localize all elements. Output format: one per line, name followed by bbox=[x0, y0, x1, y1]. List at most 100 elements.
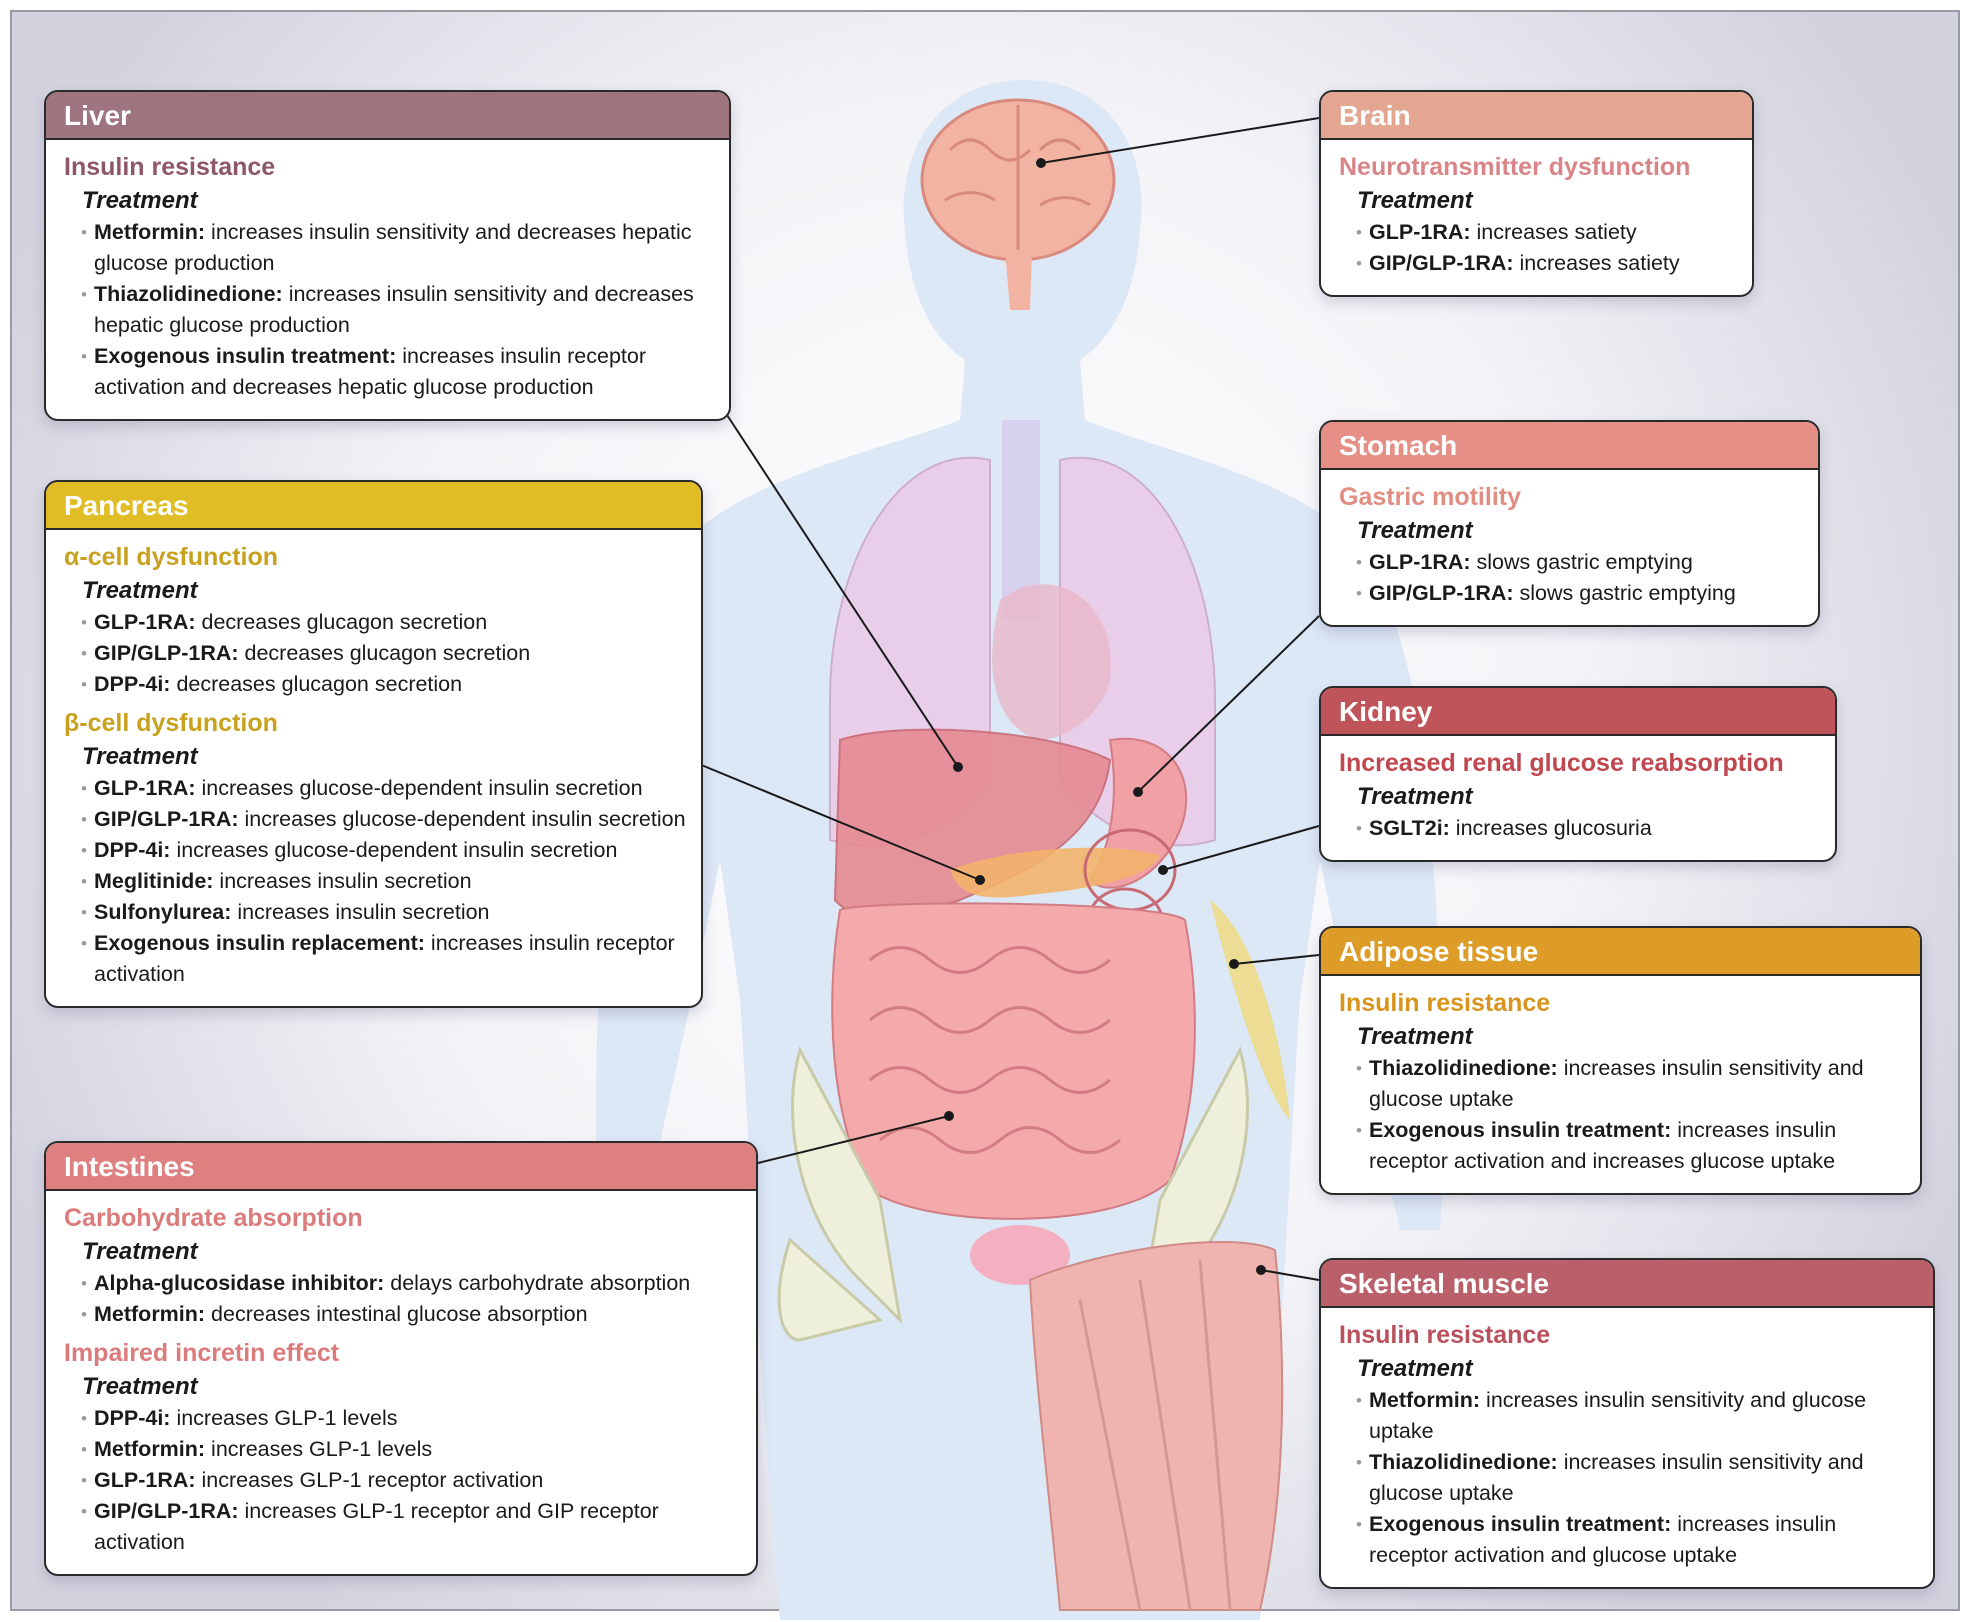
stomach-body: Gastric motilityTreatmentGLP-1RA: slows … bbox=[1321, 470, 1818, 625]
treatment-list: GLP-1RA: decreases glucagon secretionGIP… bbox=[64, 607, 687, 700]
treatment-item: Metformin: increases GLP-1 levels bbox=[81, 1434, 742, 1465]
drug-effect: increases insulin receptor activation an… bbox=[94, 344, 646, 399]
drug-name: GIP/GLP-1RA: bbox=[94, 641, 239, 665]
leader-lines bbox=[698, 117, 1320, 1281]
treatment-label: Treatment bbox=[82, 743, 198, 770]
drug-effect: slows gastric emptying bbox=[1513, 581, 1736, 605]
drug-effect: increases GLP-1 receptor and GIP recepto… bbox=[94, 1499, 659, 1554]
drug-effect: increases insulin sensitivity and glucos… bbox=[1369, 1056, 1864, 1111]
drug-effect: increases insulin sensitivity and glucos… bbox=[1369, 1450, 1864, 1505]
condition-title: Insulin resistance bbox=[1339, 989, 1551, 1017]
drug-name: GLP-1RA: bbox=[94, 776, 196, 800]
treatment-list: GLP-1RA: increases glucose-dependent ins… bbox=[64, 773, 687, 990]
drug-effect: decreases glucagon secretion bbox=[238, 641, 531, 665]
treatment-item: Exogenous insulin treatment: increases i… bbox=[1356, 1509, 1919, 1571]
condition-title: α-cell dysfunction bbox=[64, 543, 279, 571]
treatment-item: GLP-1RA: increases satiety bbox=[1356, 217, 1738, 248]
drug-name: Exogenous insulin treatment: bbox=[1369, 1118, 1672, 1142]
stomach-header: Stomach bbox=[1321, 422, 1818, 470]
drug-effect: increases insulin receptor activation an… bbox=[1369, 1118, 1837, 1173]
treatment-item: DPP-4i: decreases glucagon secretion bbox=[81, 669, 687, 700]
drug-name: GIP/GLP-1RA: bbox=[94, 807, 239, 831]
treatment-list: Metformin: increases insulin sensitivity… bbox=[64, 217, 715, 403]
intestines-header: Intestines bbox=[46, 1143, 756, 1191]
liver-body: Insulin resistanceTreatmentMetformin: in… bbox=[46, 140, 729, 419]
kidney-header: Kidney bbox=[1321, 688, 1835, 736]
drug-name: Thiazolidinedione: bbox=[94, 282, 283, 306]
treatment-item: GIP/GLP-1RA: increases glucose-dependent… bbox=[81, 804, 687, 835]
treatment-label: Treatment bbox=[82, 1238, 198, 1265]
treatment-label: Treatment bbox=[1357, 1023, 1473, 1050]
brain-icon bbox=[920, 98, 1116, 310]
treatment-list: Metformin: increases insulin sensitivity… bbox=[1339, 1385, 1919, 1571]
drug-name: GLP-1RA: bbox=[94, 1468, 196, 1492]
treatment-list: GLP-1RA: increases satietyGIP/GLP-1RA: i… bbox=[1339, 217, 1738, 279]
brain-body: Neurotransmitter dysfunctionTreatmentGLP… bbox=[1321, 140, 1752, 295]
treatment-item: DPP-4i: increases glucose-dependent insu… bbox=[81, 835, 687, 866]
treatment-item: GIP/GLP-1RA: increases GLP-1 receptor an… bbox=[81, 1496, 742, 1558]
treatment-label: Treatment bbox=[1357, 187, 1473, 214]
treatment-item: GIP/GLP-1RA: increases satiety bbox=[1356, 248, 1738, 279]
treatment-list: SGLT2i: increases glucosuria bbox=[1339, 813, 1821, 844]
muscle-header: Skeletal muscle bbox=[1321, 1260, 1933, 1308]
treatment-item: Metformin: increases insulin sensitivity… bbox=[1356, 1385, 1919, 1447]
brain-header: Brain bbox=[1321, 92, 1752, 140]
drug-name: Metformin: bbox=[94, 1437, 206, 1461]
drug-effect: increases GLP-1 levels bbox=[170, 1406, 398, 1430]
drug-name: Metformin: bbox=[1369, 1388, 1481, 1412]
condition-title: Neurotransmitter dysfunction bbox=[1339, 153, 1691, 181]
treatment-item: Thiazolidinedione: increases insulin sen… bbox=[1356, 1447, 1919, 1509]
intestines-icon bbox=[831, 902, 1196, 1220]
treatment-item: DPP-4i: increases GLP-1 levels bbox=[81, 1403, 742, 1434]
drug-name: GLP-1RA: bbox=[94, 610, 196, 634]
drug-name: Metformin: bbox=[94, 220, 206, 244]
drug-name: Thiazolidinedione: bbox=[1369, 1450, 1558, 1474]
adipose-icon bbox=[1210, 900, 1290, 1120]
treatment-list: DPP-4i: increases GLP-1 levelsMetformin:… bbox=[64, 1403, 742, 1558]
drug-effect: increases insulin secretion bbox=[231, 900, 490, 924]
condition-title: Gastric motility bbox=[1339, 483, 1521, 511]
liver-header: Liver bbox=[46, 92, 729, 140]
treatment-item: Exogenous insulin treatment: increases i… bbox=[81, 341, 715, 403]
pancreas-body: α-cell dysfunctionTreatmentGLP-1RA: decr… bbox=[46, 530, 701, 1006]
drug-name: GIP/GLP-1RA: bbox=[1369, 251, 1514, 275]
treatment-item: GIP/GLP-1RA: slows gastric emptying bbox=[1356, 578, 1804, 609]
drug-effect: increases glucosuria bbox=[1449, 816, 1652, 840]
drug-name: GIP/GLP-1RA: bbox=[1369, 581, 1514, 605]
drug-name: GIP/GLP-1RA: bbox=[94, 1499, 239, 1523]
treatment-label: Treatment bbox=[1357, 783, 1473, 810]
treatment-item: GLP-1RA: decreases glucagon secretion bbox=[81, 607, 687, 638]
muscle-body: Insulin resistanceTreatmentMetformin: in… bbox=[1321, 1308, 1933, 1587]
treatment-item: Meglitinide: increases insulin secretion bbox=[81, 866, 687, 897]
drug-name: GLP-1RA: bbox=[1369, 220, 1471, 244]
pancreas-header: Pancreas bbox=[46, 482, 701, 530]
treatment-label: Treatment bbox=[1357, 517, 1473, 544]
treatment-item: Metformin: increases insulin sensitivity… bbox=[81, 217, 715, 279]
treatment-item: SGLT2i: increases glucosuria bbox=[1356, 813, 1821, 844]
drug-effect: decreases glucagon secretion bbox=[170, 672, 463, 696]
drug-effect: delays carbohydrate absorption bbox=[384, 1271, 691, 1295]
treatment-item: Thiazolidinedione: increases insulin sen… bbox=[81, 279, 715, 341]
drug-name: Sulfonylurea: bbox=[94, 900, 232, 924]
drug-effect: slows gastric emptying bbox=[1470, 550, 1693, 574]
drug-effect: increases satiety bbox=[1470, 220, 1637, 244]
treatment-item: GLP-1RA: increases glucose-dependent ins… bbox=[81, 773, 687, 804]
drug-effect: increases GLP-1 receptor activation bbox=[195, 1468, 544, 1492]
drug-name: Meglitinide: bbox=[94, 869, 214, 893]
drug-effect: increases insulin receptor activation an… bbox=[1369, 1512, 1837, 1567]
drug-effect: increases insulin sensitivity and decrea… bbox=[94, 220, 692, 275]
treatment-list: Alpha-glucosidase inhibitor: delays carb… bbox=[64, 1268, 742, 1330]
drug-effect: increases insulin sensitivity and glucos… bbox=[1369, 1388, 1867, 1443]
drug-name: DPP-4i: bbox=[94, 838, 171, 862]
drug-name: Thiazolidinedione: bbox=[1369, 1056, 1558, 1080]
adipose-body: Insulin resistanceTreatmentThiazolidined… bbox=[1321, 976, 1920, 1193]
skeletal-muscle-icon bbox=[1028, 1240, 1284, 1611]
condition-title: Insulin resistance bbox=[1339, 1321, 1551, 1349]
